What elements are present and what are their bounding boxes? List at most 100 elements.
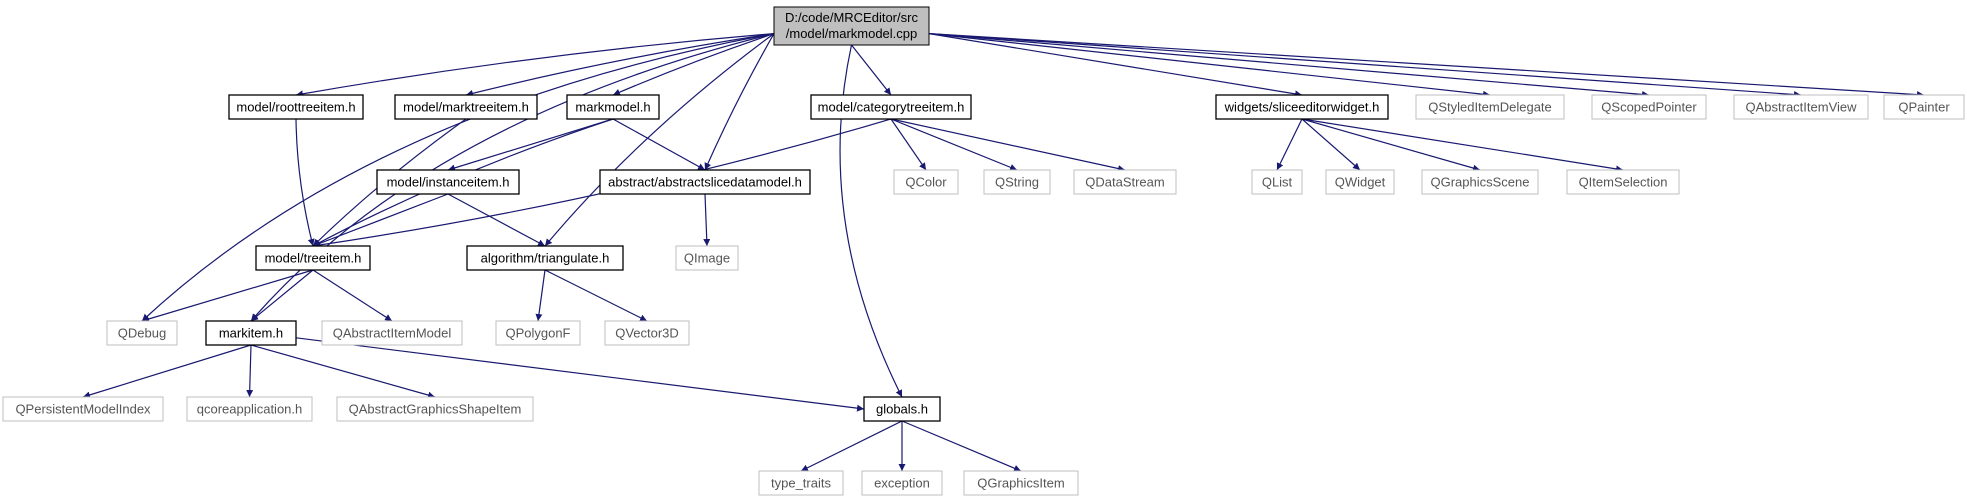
node-type-traits[interactable]: type_traits (758, 470, 844, 496)
edge-root-to-qscopedpointer (928, 33, 1650, 98)
edge-root-to-qabstractitemview (928, 33, 1802, 98)
node-box (1251, 169, 1303, 195)
node-exception[interactable]: exception (861, 470, 943, 496)
node-sliceeditorwidget[interactable]: widgets/sliceeditorwidget.h (1215, 94, 1389, 120)
node-label: QDebug (118, 326, 166, 341)
node-globals[interactable]: globals.h (863, 396, 941, 422)
edge-root-to-markmodel-h (612, 33, 775, 96)
edge-roottreeitem-to-treeitem (295, 118, 315, 247)
node-label: globals.h (876, 402, 928, 417)
edge-root-to-sliceeditorwidget (928, 33, 1303, 98)
node-box (1883, 94, 1965, 120)
node-box (394, 94, 538, 120)
node-box (336, 396, 534, 422)
node-qabstractitemmodel[interactable]: QAbstractItemModel (321, 320, 463, 346)
node-box (1325, 169, 1395, 195)
edge-sliceeditorwidget-to-qitemselection (1301, 118, 1624, 173)
node-label: QPersistentModelIndex (15, 402, 151, 417)
node-box (228, 94, 364, 120)
node-treeitem[interactable]: model/treeitem.h (255, 245, 371, 271)
node-qgraphicsscene[interactable]: QGraphicsScene (1421, 169, 1539, 195)
node-box (321, 320, 463, 346)
edge-treeitem-to-qdebug (141, 269, 314, 323)
node-box (810, 94, 972, 120)
edge-treeitem-to-qabstractitemmodel (312, 269, 393, 322)
dependency-nodes: D:/code/MRCEditor/src /model/markmodel.c… (2, 6, 1965, 496)
node-categorytreeitem[interactable]: model/categorytreeitem.h (810, 94, 972, 120)
node-box (861, 470, 943, 496)
node-qcolor[interactable]: QColor (893, 169, 959, 195)
node-label: QGraphicsItem (977, 476, 1064, 491)
node-qscopedpointer[interactable]: QScopedPointer (1591, 94, 1707, 120)
node-qabstractgraphicsshapeitem[interactable]: QAbstractGraphicsShapeItem (336, 396, 534, 422)
node-box (963, 470, 1079, 496)
node-qpolygonf[interactable]: QPolygonF (495, 320, 581, 346)
node-qwidget[interactable]: QWidget (1325, 169, 1395, 195)
edge-globals-to-qgraphicsitem (901, 420, 1022, 472)
node-label: QList (1262, 175, 1293, 190)
edge-triangulate-to-qvector3d (544, 269, 648, 322)
edge-root-to-qstyleditemdelegate (928, 33, 1491, 98)
node-label: exception (874, 476, 930, 491)
edge-root-to-globals (839, 44, 903, 398)
node-label: QItemSelection (1579, 175, 1668, 190)
node-label: widgets/sliceeditorwidget.h (1224, 100, 1380, 115)
node-roottreeitem[interactable]: model/roottreeitem.h (228, 94, 364, 120)
node-box (758, 470, 844, 496)
node-box (1591, 94, 1707, 120)
node-box (1421, 169, 1539, 195)
edge-root-to-marktreeitem (465, 33, 775, 97)
node-label: QString (995, 175, 1039, 190)
node-qdatastream[interactable]: QDataStream (1073, 169, 1177, 195)
node-label: QColor (905, 175, 947, 190)
node-label: markitem.h (219, 326, 283, 341)
node-label: QStyledItemDelegate (1428, 100, 1552, 115)
node-qimage[interactable]: QImage (675, 245, 739, 271)
node-qcoreapplication[interactable]: qcoreapplication.h (186, 396, 313, 422)
node-label: QImage (684, 251, 730, 266)
node-label: model/roottreeitem.h (236, 100, 355, 115)
node-markitem[interactable]: markitem.h (205, 320, 297, 346)
node-box (376, 169, 520, 195)
edge-root-to-roottreeitem (295, 33, 775, 98)
node-qstyleditemdelegate[interactable]: QStyledItemDelegate (1415, 94, 1565, 120)
node-abstractslicedatamodel[interactable]: abstract/abstractslicedatamodel.h (599, 169, 811, 195)
node-label: model/treeitem.h (265, 251, 362, 266)
edge-markitem-to-qcoreapplication (246, 344, 254, 398)
edge-markitem-to-qpersistentmodelindex (82, 344, 252, 399)
node-box (205, 320, 297, 346)
edge-markitem-to-qabstractgraphicsshapeitem (250, 344, 436, 399)
edge-root-to-qdebug (141, 33, 775, 322)
node-box (2, 396, 164, 422)
edge-sliceeditorwidget-to-qlist (1276, 118, 1303, 171)
root-file-path-line2: /model/markmodel.cpp (786, 26, 918, 41)
node-qabstractitemview[interactable]: QAbstractItemView (1733, 94, 1869, 120)
edge-treeitem-to-markitem (250, 269, 314, 322)
node-qvector3d[interactable]: QVector3D (604, 320, 690, 346)
node-triangulate[interactable]: algorithm/triangulate.h (466, 245, 624, 271)
node-qdebug[interactable]: QDebug (106, 320, 178, 346)
node-box (1733, 94, 1869, 120)
node-box (599, 169, 811, 195)
edge-categorytreeitem-to-qstring (890, 118, 1018, 171)
node-box (106, 320, 178, 346)
edge-instanceitem-to-treeitem (312, 193, 449, 247)
node-box (495, 320, 581, 346)
edge-categorytreeitem-to-qcolor (890, 118, 927, 171)
node-markmodel-h[interactable]: markmodel.h (566, 94, 660, 120)
node-label: model/categorytreeitem.h (818, 100, 965, 115)
node-qlist[interactable]: QList (1251, 169, 1303, 195)
node-qpersistentmodelindex[interactable]: QPersistentModelIndex (2, 396, 164, 422)
node-qitemselection[interactable]: QItemSelection (1566, 169, 1680, 195)
edge-globals-to-type-traits (800, 420, 903, 472)
node-marktreeitem[interactable]: model/marktreeitem.h (394, 94, 538, 120)
node-qpainter[interactable]: QPainter (1883, 94, 1965, 120)
node-label: abstract/abstractslicedatamodel.h (608, 175, 802, 190)
node-qstring[interactable]: QString (983, 169, 1051, 195)
node-instanceitem[interactable]: model/instanceitem.h (376, 169, 520, 195)
root-file-node[interactable]: D:/code/MRCEditor/src /model/markmodel.c… (773, 6, 930, 46)
node-qgraphicsitem[interactable]: QGraphicsItem (963, 470, 1079, 496)
node-box (863, 396, 941, 422)
node-label: markmodel.h (575, 100, 650, 115)
node-label: QGraphicsScene (1431, 175, 1530, 190)
